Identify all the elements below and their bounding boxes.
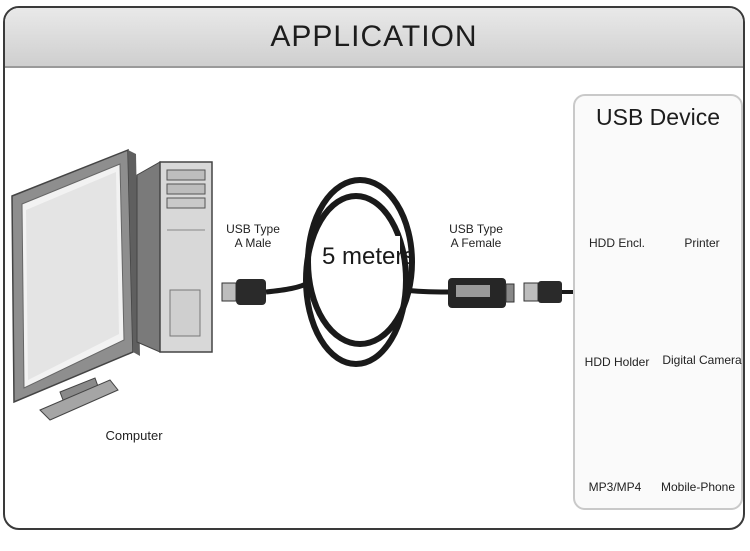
device-label-hdd-holder: HDD Holder xyxy=(584,355,650,369)
device-label-hdd-encl: HDD Encl. xyxy=(588,236,645,250)
device-label-mobile-phone: Mobile-Phone xyxy=(660,480,736,494)
device-label-printer: Printer xyxy=(684,236,720,250)
device-label-digital-camera: Digital Camera xyxy=(662,353,742,367)
computer-tower-icon xyxy=(136,161,213,353)
computer-label: Computer xyxy=(105,428,163,443)
usb-device-panel-title: USB Device xyxy=(596,104,720,130)
usb-male-plug-icon xyxy=(221,279,266,305)
cable-length-label: 5 meters xyxy=(322,243,416,270)
device-label-mp3-mp4: MP3/MP4 xyxy=(588,480,642,494)
monitor-icon xyxy=(11,148,140,421)
header-bar: APPLICATION xyxy=(5,8,743,68)
usb-female-socket-icon xyxy=(448,278,515,308)
usb-female-label: USB Type A Female xyxy=(449,222,503,250)
usb-cable-coil-icon xyxy=(265,177,449,367)
usb-device-panel: USB Device xyxy=(573,94,743,510)
device-usb-plug-icon xyxy=(523,281,578,303)
header-title: APPLICATION xyxy=(270,20,478,53)
usb-male-label: USB Type A Male xyxy=(226,222,280,250)
length-label-backdrop xyxy=(318,236,400,276)
